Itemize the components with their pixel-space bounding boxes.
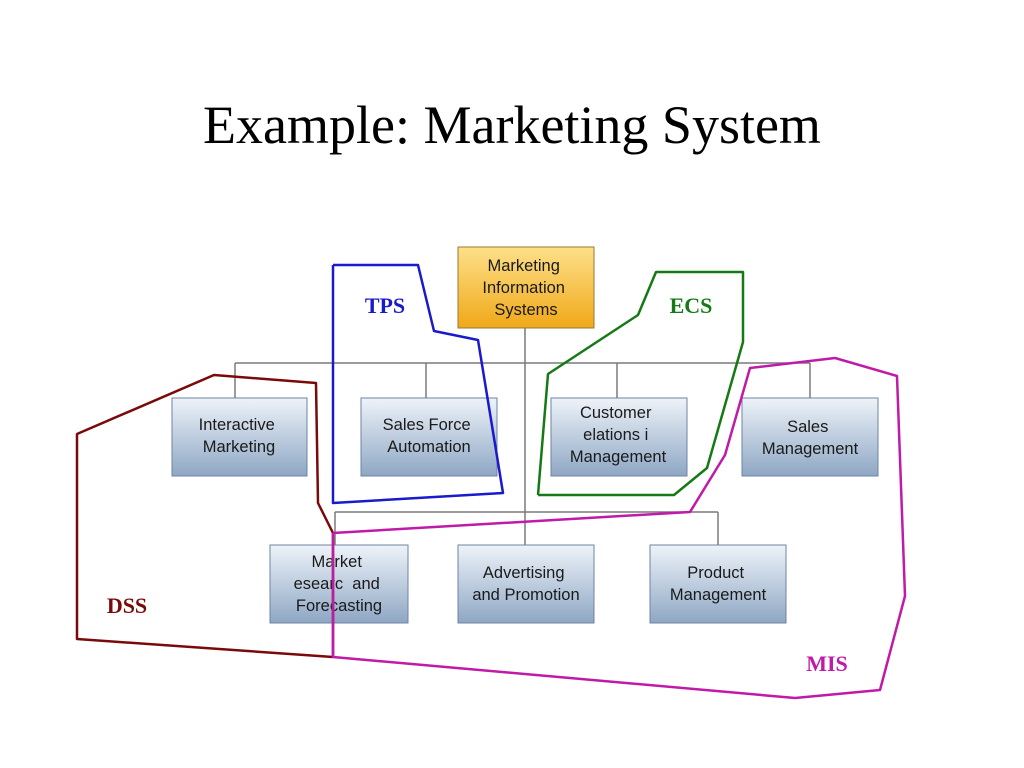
svg-text:Product Management: Product Management [670, 564, 767, 604]
node-product-management: Product Management [649, 544, 787, 624]
node-interactive-marketing: Interactive Marketing [171, 397, 308, 477]
connector-lines [234, 328, 811, 545]
dss-label: DSS [107, 593, 147, 618]
node-sales-management: Sales Management [741, 397, 879, 477]
node-market-research-forecasting: Market esearc and Forecasting [269, 544, 409, 624]
svg-text:Advertising and Promotio: Advertising and Promotion [472, 564, 579, 604]
tps-region-outline [331, 263, 505, 505]
ecs-label: ECS [670, 293, 713, 318]
slide-title: Example: Marketing System [203, 95, 821, 155]
ecs-region-outline [536, 270, 745, 497]
svg-text:Sales Management: Sales Management [762, 418, 859, 458]
svg-text:Customer elations i: Customer elations i Management [570, 404, 667, 466]
mis-label: MIS [806, 651, 848, 676]
svg-text:Interactive Marketing: Interactive Marketing [199, 416, 280, 456]
tps-label: TPS [365, 293, 405, 318]
dss-region-outline [75, 373, 335, 659]
node-marketing-information-systems: Marketing Information Systems [457, 246, 595, 329]
node-advertising-promotion: Advertising and Promotion [457, 544, 595, 624]
node-sales-force-automation: Sales Force Automation [360, 397, 498, 477]
svg-text:Marketing Information: Marketing Information Systems [482, 257, 569, 319]
svg-text:Sales Force Automation: Sales Force Automation [383, 416, 476, 456]
mis-region-outline [331, 356, 907, 700]
svg-text:Market esearc and: Market esearc and Forecasting [294, 553, 385, 615]
node-customer-relations-management: Customer elations i Management [550, 397, 688, 477]
